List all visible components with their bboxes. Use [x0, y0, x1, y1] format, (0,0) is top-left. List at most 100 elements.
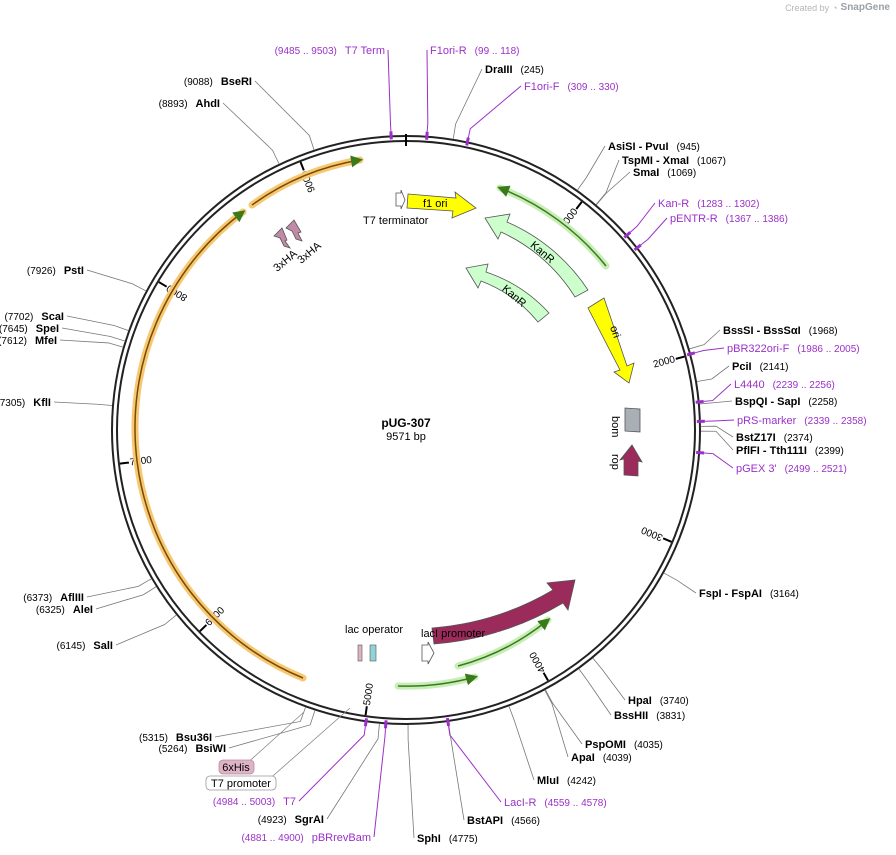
site-bsu36i[interactable]: (5315)Bsu36I: [139, 707, 306, 744]
primer-mark: [695, 399, 704, 404]
site-label: (7926)PstI: [27, 265, 84, 277]
site-smai[interactable]: SmaI(1069): [596, 167, 696, 205]
site-label: (7645)SpeI: [0, 323, 59, 335]
primer-pbr322ori-f[interactable]: pBR322ori-F(1986 .. 2005): [686, 343, 860, 357]
backbone: [111, 134, 701, 725]
site-label: (6145)SalI: [57, 640, 113, 652]
primer-prs-marker[interactable]: pRS-marker(2339 .. 2358): [696, 415, 867, 427]
tick-label: 5000: [362, 682, 376, 706]
feature-ori[interactable]: ori: [587, 297, 635, 384]
feature-laci-promoter[interactable]: lacI promoter: [421, 628, 486, 665]
primer-leader-line: [704, 452, 734, 469]
badge-6xhis[interactable]: 6xHis: [218, 711, 305, 775]
feature-bom[interactable]: bom: [609, 407, 641, 437]
site-leader-line: [508, 706, 535, 781]
site-label: (7612)MfeI: [0, 335, 57, 347]
site-bseri[interactable]: (9088)BseRI: [184, 76, 315, 150]
feature-label: 3xHA: [271, 248, 300, 275]
primer-leader-line: [703, 383, 732, 402]
primer-label: Kan-R(1283 .. 1302): [658, 198, 759, 210]
primer-l4440[interactable]: L4440(2239 .. 2256): [695, 379, 835, 404]
feature-label: lacI promoter: [421, 628, 486, 640]
site-pflfi[interactable]: PflFI - Tth111I(2399): [700, 430, 844, 457]
site-bsshii[interactable]: BssHII(3831): [578, 668, 685, 722]
primer-laci-r[interactable]: LacI-R(4559 .. 4578): [445, 717, 607, 809]
feature-rop[interactable]: rop: [609, 444, 643, 477]
site-scai[interactable]: (7702)ScaI: [4, 311, 129, 331]
feature-t7-terminator[interactable]: T7 terminator: [363, 189, 429, 227]
site-label: MluI(4242): [537, 775, 596, 787]
feature-kanr-2[interactable]: KanR: [465, 263, 550, 323]
primer-mark: [445, 717, 451, 727]
site-sgrai[interactable]: (4923)SgrAI: [258, 723, 380, 826]
primer-label: pGEX 3'(2499 .. 2521): [736, 463, 847, 475]
site-afliii[interactable]: (6373)AflIII: [23, 578, 152, 604]
primer-t7[interactable]: (4984 .. 5003)T7: [213, 718, 368, 808]
site-leader-line: [86, 269, 147, 292]
badge-t7-promoter[interactable]: T7 promoter: [205, 707, 351, 791]
site-mlui[interactable]: MluI(4242): [508, 706, 596, 787]
site-bstapi[interactable]: BstAPI(4566): [447, 721, 540, 827]
badge-label: T7 promoter: [211, 778, 271, 790]
site-bsiwi[interactable]: (5264)BsiWI: [159, 710, 316, 755]
primer-leader-line: [694, 347, 725, 354]
site-bstz17i[interactable]: BstZ17I(2374): [700, 425, 813, 444]
feature-f1-ori[interactable]: f1 ori: [406, 191, 477, 219]
site-pcii[interactable]: PciI(2141): [696, 361, 789, 382]
site-leader-line: [699, 400, 733, 405]
site-leader-line: [700, 430, 734, 451]
site-kfli[interactable]: (7305)KflI: [0, 397, 113, 409]
feature-3xha[interactable]: 3xHA 3xHA: [271, 219, 324, 275]
site-bspqi[interactable]: BspQI - SapI(2258): [699, 396, 837, 408]
site-apai[interactable]: ApaI(4039): [544, 690, 632, 764]
site-fspi[interactable]: FspI - FspAI(3164): [663, 572, 799, 600]
site-label: (7305)KflI: [0, 397, 51, 409]
primer-mark: [623, 231, 632, 239]
site-sphi[interactable]: SphI(4775): [407, 724, 478, 845]
feature-label: lacI: [496, 627, 516, 643]
feature-lac-operator[interactable]: lac operator: [345, 624, 403, 662]
primer-pbrrevbam[interactable]: (4881 .. 4900)pBRrevBam: [241, 720, 388, 844]
site-label: AsiSI - PvuI(945): [608, 141, 700, 153]
plasmid-center-label: pUG-307 9571 bp: [381, 416, 431, 443]
feature-label: ori: [607, 324, 622, 340]
snapgene-logo-icon: ◔: [832, 2, 838, 13]
primer-kan-r[interactable]: Kan-R(1283 .. 1302): [623, 198, 759, 239]
site-psti[interactable]: (7926)PstI: [27, 265, 147, 292]
site-bsssi[interactable]: BssSI - BssSαI(1968): [689, 325, 838, 350]
primer-f1ori-r[interactable]: F1ori-R(99 .. 118): [425, 45, 520, 140]
site-label: (8893)AhdI: [159, 98, 220, 110]
site-label: BspQI - SapI(2258): [735, 396, 837, 408]
site-leader-line: [214, 707, 306, 738]
site-label: (6373)AflIII: [23, 592, 84, 604]
site-draiii[interactable]: DraIII(245): [452, 64, 544, 139]
primer-pgex-3-[interactable]: pGEX 3'(2499 .. 2521): [696, 450, 847, 475]
primer-f1ori-f[interactable]: F1ori-F(309 .. 330): [465, 81, 619, 146]
site-leader-line: [115, 614, 177, 646]
snapgene-brand: SnapGene: [840, 2, 890, 13]
site-hpai[interactable]: HpaI(3740): [592, 657, 689, 707]
site-mfei[interactable]: (7612)MfeI: [0, 335, 123, 348]
primer-leader-line: [373, 728, 387, 838]
site-alei[interactable]: (6325)AleI: [36, 586, 157, 616]
tick-mark: [158, 281, 168, 288]
snapgene-credit: Created by ◔ SnapGene: [785, 2, 890, 13]
site-leader-line: [228, 710, 316, 749]
site-pspomi[interactable]: PspOMI(4035): [545, 689, 663, 751]
site-ahdi[interactable]: (8893)AhdI: [159, 98, 280, 164]
site-label: DraIII(245): [485, 64, 544, 76]
feature-label: bom: [609, 416, 621, 437]
site-spei[interactable]: (7645)SpeI: [0, 323, 125, 342]
site-sali[interactable]: (6145)SalI: [57, 614, 177, 652]
site-label: FspI - FspAI(3164): [699, 588, 799, 600]
primer-leader-line: [387, 49, 392, 132]
feature-label: f1 ori: [423, 198, 447, 210]
primer-pentr-r[interactable]: pENTR-R(1367 .. 1386): [633, 213, 788, 252]
feature-laci[interactable]: lacI: [431, 579, 576, 645]
plasmid-name: pUG-307: [381, 416, 431, 430]
site-leader-line: [663, 572, 697, 594]
site-label: TspMI - XmaI(1067): [622, 155, 726, 167]
primer-t7-term[interactable]: (9485 .. 9503)T7 Term: [275, 45, 393, 140]
site-asisi[interactable]: AsiSI - PvuI(945): [577, 141, 700, 191]
primer-mark: [686, 351, 696, 357]
